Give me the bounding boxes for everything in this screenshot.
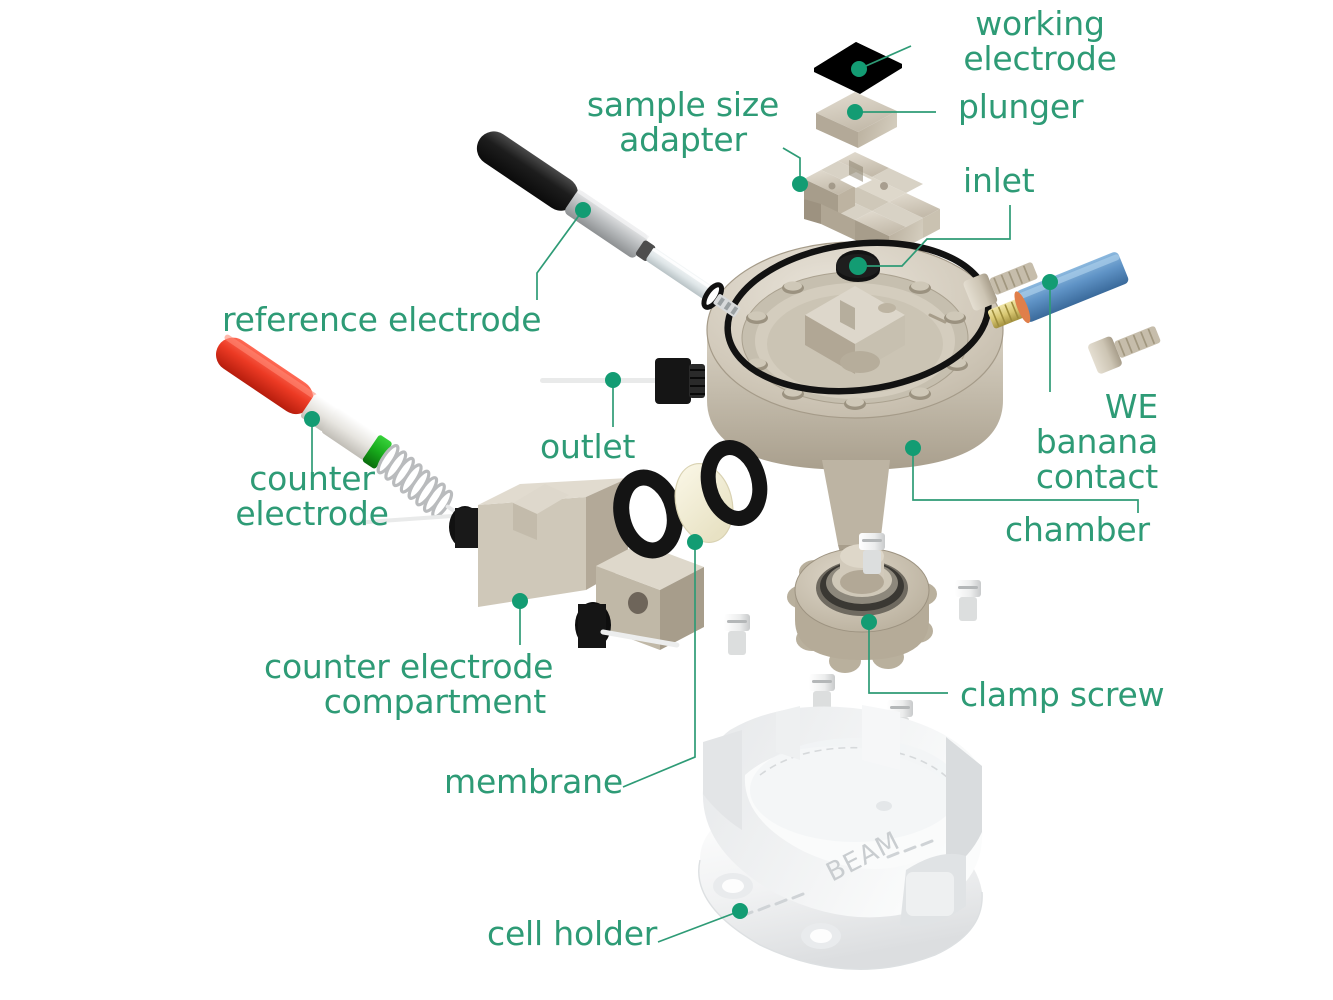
part-hex-bolt-lower xyxy=(1088,326,1161,374)
marker-cell-holder xyxy=(732,903,748,919)
leader-sample-size-adapter xyxy=(782,147,801,184)
label-chamber: chamber xyxy=(1005,510,1150,549)
label-cell-holder: cell holder xyxy=(487,914,658,953)
marker-plunger xyxy=(847,104,863,120)
marker-inlet xyxy=(849,257,867,275)
part-outlet xyxy=(540,358,705,404)
leader-cell-holder xyxy=(657,910,741,943)
marker-reference-electrode xyxy=(575,202,591,218)
part-sample-size-adapter xyxy=(804,152,940,256)
part-membrane xyxy=(674,463,734,543)
part-chamber xyxy=(706,239,1004,560)
label-counter-electrode: counter electrode xyxy=(235,459,389,533)
label-clamp-screw: clamp screw xyxy=(960,675,1165,714)
marker-counter-electrode-compartment xyxy=(512,593,528,609)
leader-inlet xyxy=(858,205,1011,267)
marker-outlet xyxy=(605,372,621,388)
part-o-ring-left xyxy=(613,469,683,559)
part-we-banana-contact xyxy=(987,252,1129,329)
leader-clamp-screw xyxy=(868,622,948,694)
label-reference-electrode: reference electrode xyxy=(222,300,542,339)
part-cell-holder: BEAM xyxy=(698,705,983,971)
label-counter-electrode-compartment: counter electrode compartment xyxy=(264,647,554,721)
leader-markers xyxy=(304,61,1058,919)
marker-chamber xyxy=(905,440,921,456)
label-membrane: membrane xyxy=(444,762,623,801)
marker-clamp-screw xyxy=(861,614,877,630)
part-hex-bolt-upper xyxy=(963,262,1038,311)
part-counter-electrode-compartment xyxy=(355,478,704,650)
leader-working-electrode xyxy=(858,45,912,70)
leader-reference-electrode xyxy=(536,209,584,300)
label-plunger: plunger xyxy=(958,87,1084,126)
label-we-banana-contact: WE banana contact xyxy=(1035,387,1158,496)
leader-chamber xyxy=(912,448,1139,513)
label-inlet: inlet xyxy=(963,161,1035,200)
label-sample-size-adapter: sample size adapter xyxy=(586,85,780,159)
label-working-electrode: working electrode xyxy=(963,4,1117,78)
marker-we-banana-contact xyxy=(1042,274,1058,290)
marker-membrane xyxy=(687,534,703,550)
marker-counter-electrode xyxy=(304,411,320,427)
part-o-ring-right xyxy=(700,440,768,526)
label-outlet: outlet xyxy=(540,427,636,466)
leader-membrane xyxy=(622,542,696,788)
marker-working-electrode xyxy=(851,61,867,77)
marker-sample-size-adapter xyxy=(792,176,808,192)
part-clamp-screw xyxy=(787,544,937,673)
